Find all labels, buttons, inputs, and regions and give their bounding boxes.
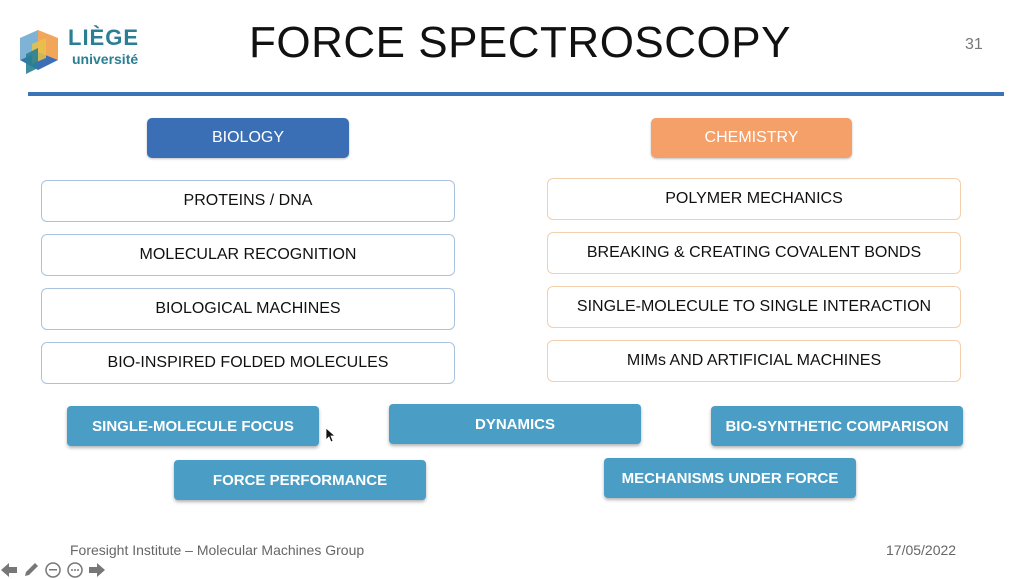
subtitles-icon[interactable] bbox=[44, 561, 62, 579]
slideshow-controls bbox=[0, 561, 120, 579]
slide-number: 31 bbox=[965, 36, 983, 53]
pen-icon[interactable] bbox=[22, 561, 40, 579]
logo-cube-icon bbox=[20, 30, 58, 74]
arrow-left-icon[interactable] bbox=[0, 561, 18, 579]
logo-line2: université bbox=[72, 51, 139, 67]
biology-item: PROTEINS / DNA bbox=[41, 180, 455, 222]
chemistry-item: MIMs AND ARTIFICIAL MACHINES bbox=[547, 340, 961, 382]
theme-single-molecule-focus: SINGLE-MOLECULE FOCUS bbox=[67, 406, 319, 446]
biology-item: BIOLOGICAL MACHINES bbox=[41, 288, 455, 330]
biology-item: BIO-INSPIRED FOLDED MOLECULES bbox=[41, 342, 455, 384]
mouse-cursor-icon bbox=[326, 428, 336, 442]
slide-title: FORCE SPECTROSCOPY bbox=[249, 18, 791, 67]
biology-header: BIOLOGY bbox=[147, 118, 349, 158]
chemistry-item: BREAKING & CREATING COVALENT BONDS bbox=[547, 232, 961, 274]
theme-bio-synthetic-comparison: BIO-SYNTHETIC COMPARISON bbox=[711, 406, 963, 446]
more-icon[interactable] bbox=[66, 561, 84, 579]
chemistry-item: POLYMER MECHANICS bbox=[547, 178, 961, 220]
chemistry-header: CHEMISTRY bbox=[651, 118, 852, 158]
arrow-right-icon[interactable] bbox=[88, 561, 106, 579]
title-divider bbox=[28, 92, 1004, 96]
theme-force-performance: FORCE PERFORMANCE bbox=[174, 460, 426, 500]
chemistry-item: SINGLE-MOLECULE TO SINGLE INTERACTION bbox=[547, 286, 961, 328]
footer-date: 17/05/2022 bbox=[886, 542, 957, 558]
university-logo: LIÈGE université bbox=[16, 24, 156, 78]
theme-dynamics: DYNAMICS bbox=[389, 404, 641, 444]
footer-organization: Foresight Institute – Molecular Machines… bbox=[70, 542, 365, 558]
theme-mechanisms-under-force: MECHANISMS UNDER FORCE bbox=[604, 458, 856, 498]
biology-item: MOLECULAR RECOGNITION bbox=[41, 234, 455, 276]
logo-line1: LIÈGE bbox=[68, 25, 140, 50]
